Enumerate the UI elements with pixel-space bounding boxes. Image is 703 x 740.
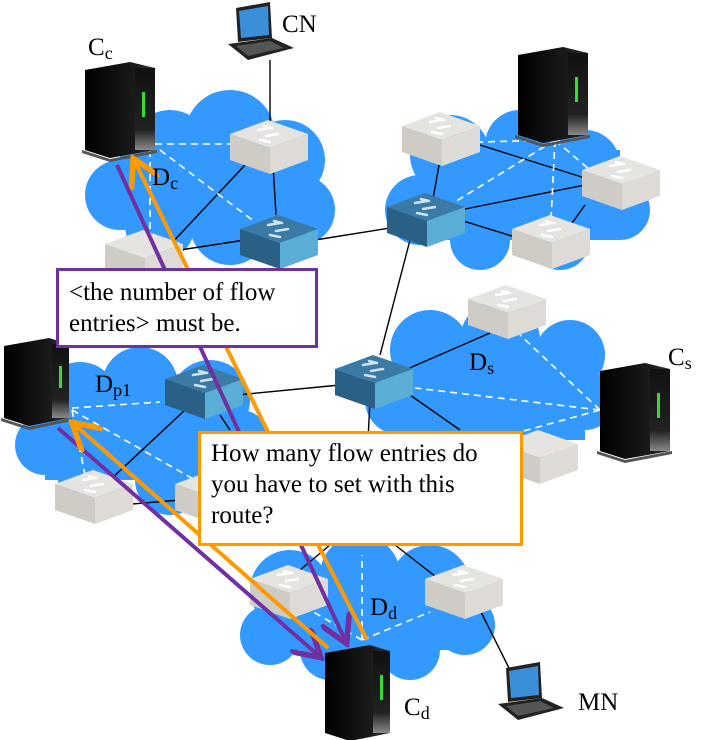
label-domain-dp1: Dp1 [95, 371, 132, 400]
callout-flow-entries-answer: <the number of flow entries> must be. [56, 268, 318, 348]
label-cs: Cs [668, 344, 692, 373]
laptop-mn-icon [498, 662, 564, 720]
callout-flow-entries-question: How many flow entries do you have to set… [198, 431, 523, 546]
switch-blue-ds [335, 355, 413, 409]
callout-purple-line-2: entries> must be. [69, 310, 241, 337]
switch-blue-tr [387, 193, 465, 247]
server-cc-icon [82, 62, 157, 162]
switch-gray-tr-bottom [512, 215, 590, 269]
label-cd: Cd [404, 694, 430, 723]
switch-gray-tr-left [402, 112, 480, 166]
server-top-right-icon [515, 47, 590, 147]
label-mn: MN [578, 689, 619, 716]
label-domain-ds: Ds [469, 349, 495, 378]
switch-gray-dp1-left [55, 470, 133, 524]
server-cs-icon [597, 363, 672, 463]
orange-arrow-cd-up [315, 542, 369, 641]
label-domain-dd: Dd [370, 594, 398, 623]
switch-gray-dc-top [230, 120, 308, 174]
callout-orange-line-3: route? [211, 502, 274, 529]
laptop-cn-icon [228, 2, 294, 60]
label-domain-dc: Dc [152, 164, 179, 193]
switch-gray-ds [468, 285, 546, 339]
server-cp1-icon [1, 338, 72, 430]
server-cd-icon [325, 645, 390, 740]
purple-arrow-cc-to-cd [298, 542, 345, 640]
purple-arrow-cp1-to-cd [56, 426, 318, 655]
callout-orange-line-2: you have to set with this [211, 471, 455, 498]
switch-blue-dc [240, 215, 318, 269]
label-cn: CN [282, 11, 317, 38]
switch-gray-tr-right [582, 156, 660, 210]
callout-purple-line-1: <the number of flow [69, 279, 276, 306]
callout-orange-line-1: How many flow entries do [211, 440, 478, 467]
label-cc: Cc [88, 34, 113, 63]
switch-gray-dd-right [425, 565, 503, 619]
